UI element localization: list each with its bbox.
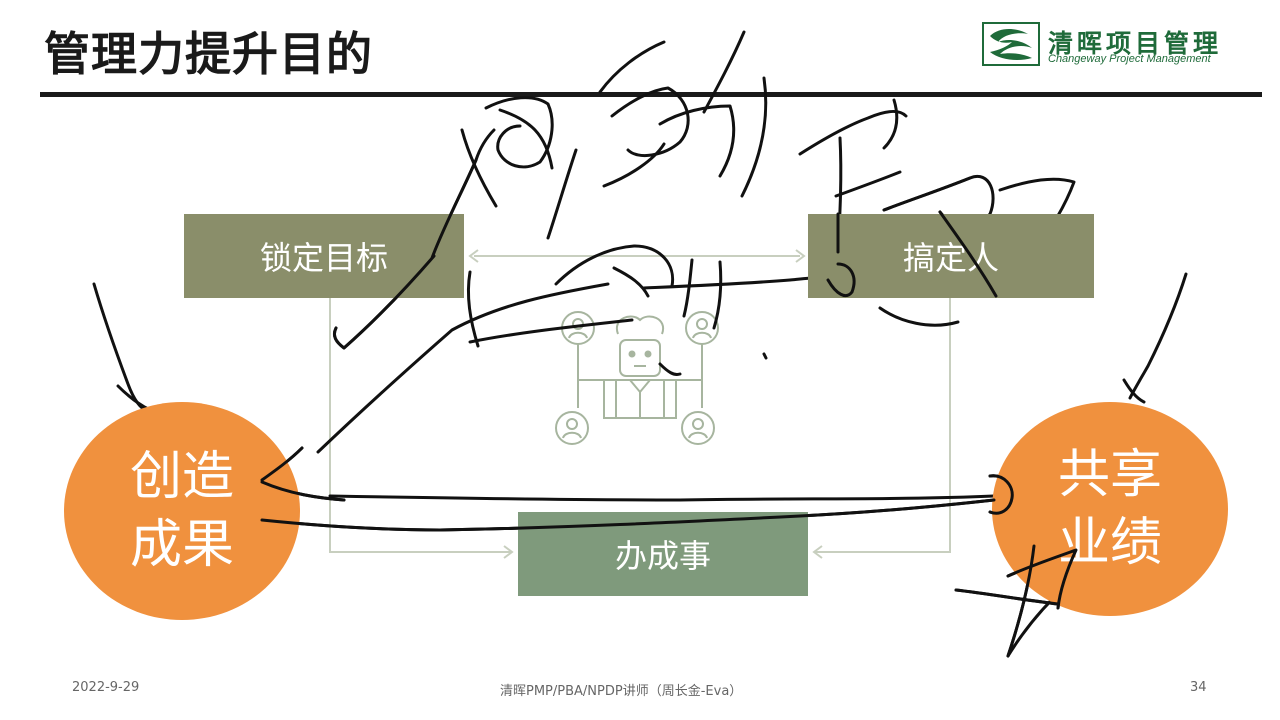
page-number: 34 — [1190, 680, 1207, 695]
circle-left-line-1: 创造 — [129, 447, 234, 507]
box-get-things-done: 办成事 — [518, 512, 808, 596]
company-logo: 清晖项目管理 Changeway Project Management — [982, 22, 1222, 68]
box-lock-goal: 锁定目标 — [184, 214, 464, 298]
footer-presenter: 清晖PMP/PBA/NPDP讲师（周长金-Eva） — [500, 684, 743, 699]
page-title: 管理力提升目的 — [44, 27, 373, 81]
title-divider — [40, 92, 1262, 97]
circle-share-performance: 共享 业绩 — [992, 402, 1228, 616]
circle-right-line-2: 业绩 — [1057, 513, 1162, 573]
circle-right-line-1: 共享 — [1057, 445, 1162, 505]
circle-left-line-2: 成果 — [129, 515, 234, 575]
footer-date: 2022-9-29 — [72, 680, 140, 695]
logo-name-cn: 清晖项目管理 — [1048, 29, 1223, 58]
logo-mark-icon — [982, 22, 1040, 66]
box-handle-people: 搞定人 — [808, 214, 1094, 298]
logo-name-en: Changeway Project Management — [1048, 53, 1211, 65]
circle-create-results: 创造 成果 — [64, 402, 300, 620]
team-network-icon — [555, 311, 719, 445]
